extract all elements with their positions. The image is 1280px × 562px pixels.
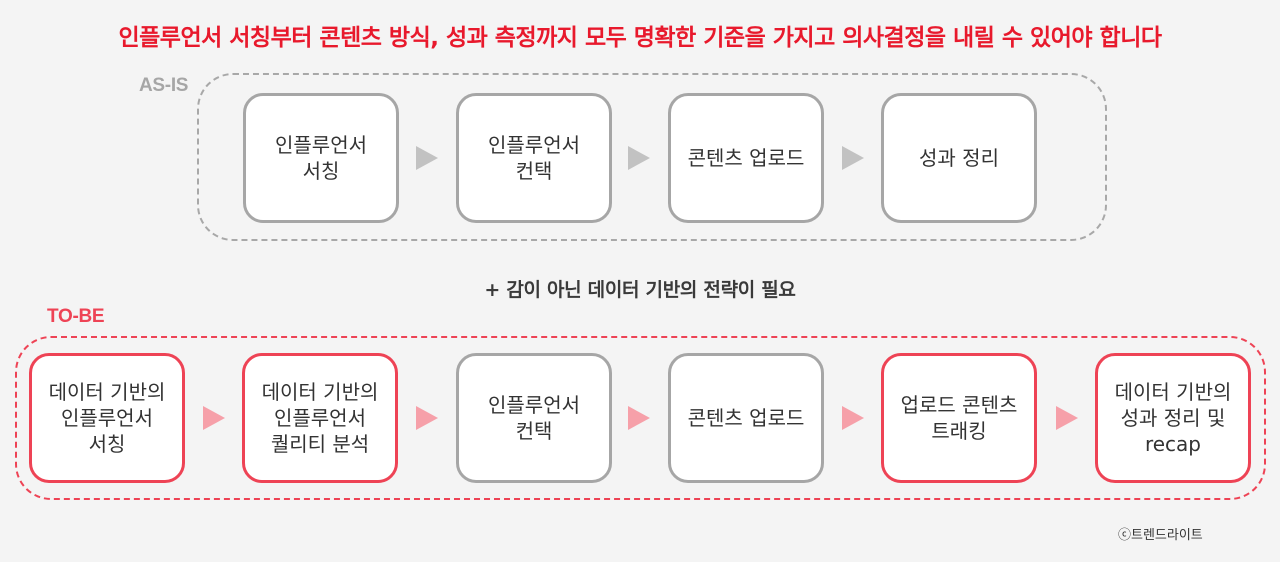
to-be-step-data-search: 데이터 기반의 인플루언서 서칭 xyxy=(29,353,185,483)
copyright-credit: ⓒ트렌드라이트 xyxy=(1118,528,1203,543)
to-be-step-contact: 인플루언서 컨택 xyxy=(456,353,612,483)
to-be-step-tracking: 업로드 콘텐츠 트래킹 xyxy=(881,353,1037,483)
arrow-right-icon xyxy=(628,146,650,170)
to-be-group-box xyxy=(15,336,1266,500)
arrow-right-icon xyxy=(203,406,225,430)
as-is-label: AS-IS xyxy=(139,75,189,96)
arrow-right-icon xyxy=(416,406,438,430)
as-is-step-search: 인플루언서 서칭 xyxy=(243,93,399,223)
arrow-right-icon xyxy=(628,406,650,430)
arrow-right-icon xyxy=(842,146,864,170)
as-is-step-contact: 인플루언서 컨택 xyxy=(456,93,612,223)
as-is-step-upload: 콘텐츠 업로드 xyxy=(668,93,824,223)
transition-note: + 감이 아닌 데이터 기반의 전략이 필요 xyxy=(484,279,796,301)
arrow-right-icon xyxy=(416,146,438,170)
as-is-step-results: 성과 정리 xyxy=(881,93,1037,223)
to-be-step-quality-analysis: 데이터 기반의 인플루언서 퀄리티 분석 xyxy=(242,353,398,483)
arrow-right-icon xyxy=(1056,406,1078,430)
to-be-label: TO-BE xyxy=(47,306,105,327)
to-be-step-recap: 데이터 기반의 성과 정리 및 recap xyxy=(1095,353,1251,483)
headline: 인플루언서 서칭부터 콘텐츠 방식, 성과 측정까지 모두 명확한 기준을 가지… xyxy=(118,25,1162,51)
as-is-group-box xyxy=(197,73,1107,241)
to-be-step-upload: 콘텐츠 업로드 xyxy=(668,353,824,483)
arrow-right-icon xyxy=(842,406,864,430)
